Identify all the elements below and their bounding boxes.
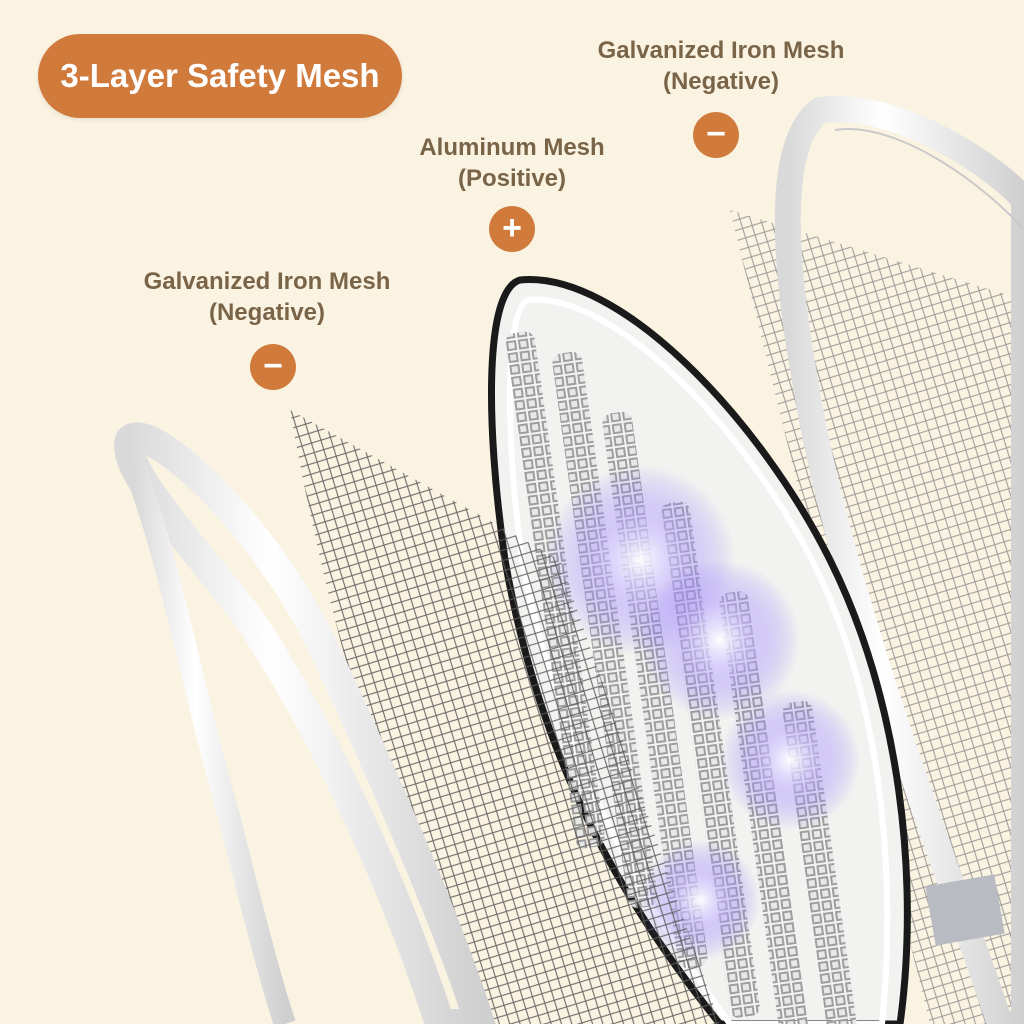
negative-icon: −: [693, 112, 739, 158]
layer-back-name: Galvanized Iron Mesh: [597, 37, 845, 64]
layer-back-polarity: (Negative): [662, 68, 780, 95]
positive-icon: +: [489, 206, 535, 252]
back-frame: [774, 96, 1024, 1024]
front-iron-mesh: [290, 410, 720, 1024]
layer-label-middle: Aluminum Mesh (Positive): [400, 132, 624, 194]
layer-label-back: Galvanized Iron Mesh (Negative): [582, 35, 860, 97]
aluminum-mesh-layer: [488, 276, 911, 1024]
layer-front-name: Galvanized Iron Mesh: [143, 268, 391, 295]
layer-label-front: Galvanized Iron Mesh (Negative): [128, 266, 406, 328]
title-badge: 3-Layer Safety Mesh: [38, 34, 402, 118]
layer-middle-name: Aluminum Mesh: [419, 134, 605, 161]
layer-front-polarity: (Negative): [208, 299, 326, 326]
front-frame: [114, 422, 496, 1024]
layer-middle-polarity: (Positive): [457, 165, 567, 192]
negative-icon: −: [250, 344, 296, 390]
